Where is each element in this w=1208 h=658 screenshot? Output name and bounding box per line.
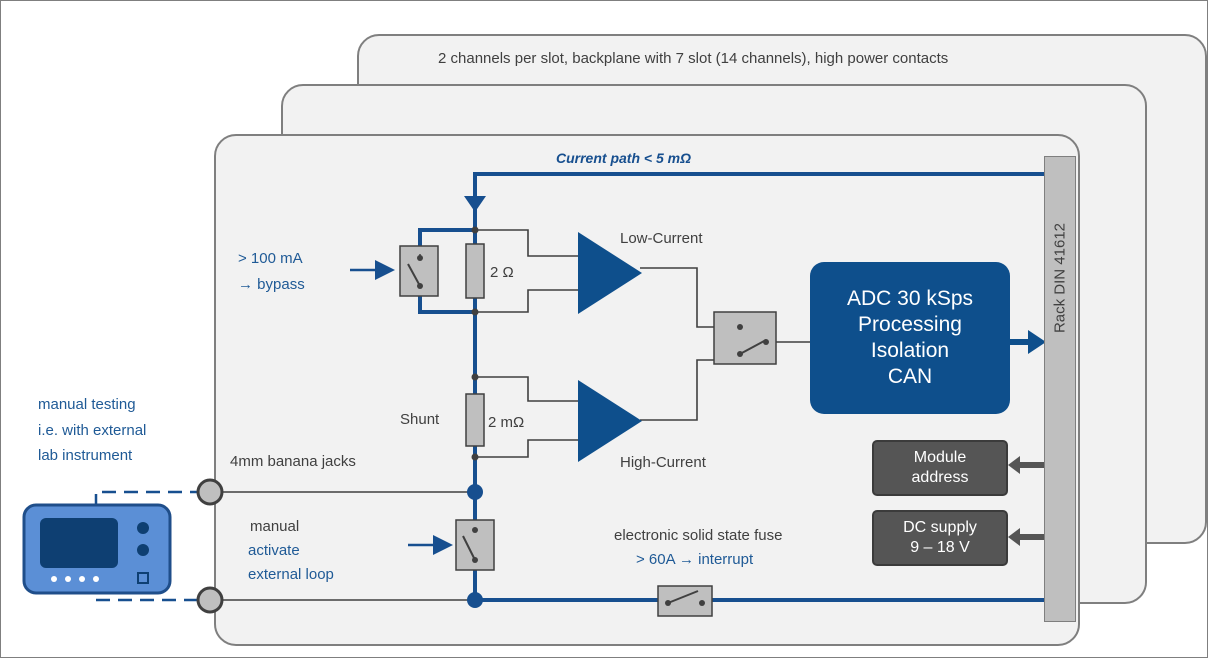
manual-testing-line-3: lab instrument xyxy=(38,447,133,464)
adc-line-4: CAN xyxy=(887,365,933,389)
bypass-loop xyxy=(418,228,475,314)
dc-supply-line-2: 9 – 18 V xyxy=(910,539,970,556)
module-address-line-1: Module xyxy=(913,449,967,466)
adc-line-1: ADC 30 kSps xyxy=(846,286,974,310)
adc-line-3: Isolation xyxy=(870,339,950,362)
bypass-action-label: → bypass xyxy=(238,276,305,293)
adc-line-2: Processing xyxy=(858,312,962,336)
fuse-threshold-label: > 60A → interrupt xyxy=(636,551,754,568)
resistor-2-milliohm-label: 2 mΩ xyxy=(488,414,525,431)
rack-rail xyxy=(1044,156,1076,622)
current-path-label: Current path < 5 mΩ xyxy=(556,150,692,166)
bypass-switch xyxy=(399,245,439,297)
manual-loop-switch xyxy=(455,519,495,571)
low-current-label: Low-Current xyxy=(620,230,703,247)
amplifier-high-current xyxy=(578,380,642,462)
module-address-line-2: address xyxy=(911,469,969,486)
dc-supply-box: DC supply 9 – 18 V xyxy=(872,510,1008,566)
solid-state-fuse-switch xyxy=(657,585,713,617)
high-current-label: High-Current xyxy=(620,454,706,471)
adc-processing-block: ADC 30 kSps Processing Isolation CAN xyxy=(810,262,1010,414)
resistor-2-ohm-label: 2 Ω xyxy=(490,264,514,281)
lab-instrument-icon xyxy=(22,503,172,595)
current-direction-arrow xyxy=(464,196,486,212)
manual-loop-line-2: activate xyxy=(248,542,300,559)
bypass-threshold-label: > 100 mA xyxy=(238,250,303,267)
manual-loop-line-1: manual xyxy=(250,518,300,535)
range-selector-switch xyxy=(713,311,777,365)
small-nodes xyxy=(471,226,479,461)
manual-loop-line-3: external loop xyxy=(248,566,334,583)
banana-jacks-label: 4mm banana jacks xyxy=(230,453,356,470)
manual-testing-line-1: manual testing xyxy=(38,396,136,413)
amplifier-low-current xyxy=(578,232,642,314)
resistor-2-ohm xyxy=(465,243,485,299)
shunt-label: Shunt xyxy=(400,411,440,428)
fuse-description-label: electronic solid state fuse xyxy=(614,527,783,544)
rack-label: Rack DIN 41612 xyxy=(1051,222,1069,334)
module-address-box: Module address xyxy=(872,440,1008,496)
banana-jack-top xyxy=(196,478,224,506)
backplane-description: 2 channels per slot, backplane with 7 sl… xyxy=(438,50,949,67)
manual-testing-line-2: i.e. with external xyxy=(38,422,147,439)
banana-jack-bottom xyxy=(196,586,224,614)
dc-supply-line-1: DC supply xyxy=(903,519,977,536)
resistor-2-milliohm xyxy=(465,393,485,447)
